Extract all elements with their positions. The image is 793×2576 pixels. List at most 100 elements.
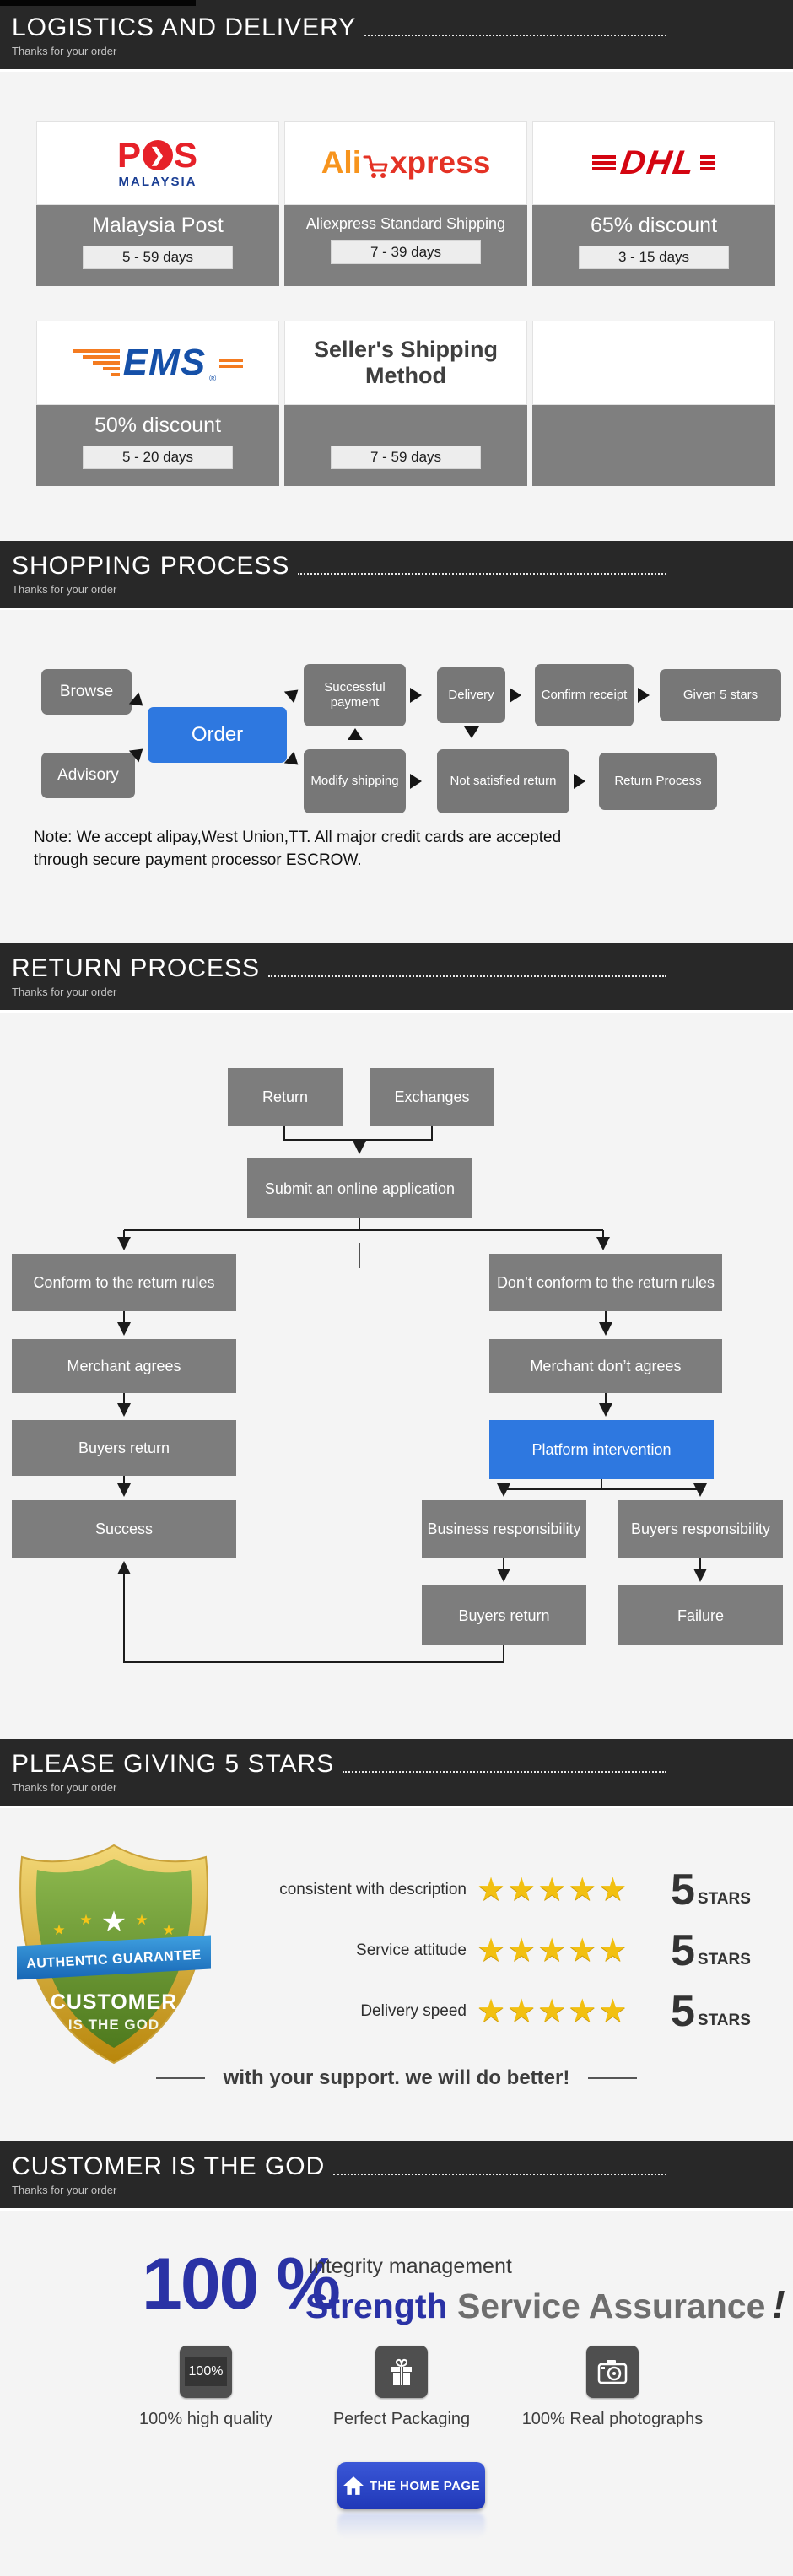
crown-star-icon: ★ bbox=[162, 1922, 175, 1938]
pos-malaysia-text: MALAYSIA bbox=[118, 175, 197, 189]
carrier-cell-aliexpress: Ali xpress Aliexpress Standard Shipping … bbox=[284, 121, 527, 286]
rating-label: consistent with description bbox=[279, 1881, 467, 1898]
guarantee-item-packaging: Perfect Packaging bbox=[300, 2346, 503, 2429]
star-icon: ★ bbox=[537, 1994, 567, 2029]
carrier-info: 65% discount 3 - 15 days bbox=[532, 205, 775, 286]
delivery-days-chip: 3 - 15 days bbox=[578, 246, 730, 269]
arrow-right-icon bbox=[128, 692, 148, 712]
arrow-right-icon bbox=[410, 688, 422, 703]
pos-chevron-icon: ❯ bbox=[143, 140, 173, 170]
flow-node-exchanges: Exchanges bbox=[370, 1068, 494, 1126]
guarantee-caption: 100% high quality bbox=[139, 2410, 272, 2428]
badge-god-text: IS THE GOD bbox=[68, 2017, 159, 2033]
flow-node-return: Return bbox=[228, 1068, 343, 1126]
carrier-cell-empty bbox=[532, 321, 775, 486]
guarantee-caption: 100% Real photographs bbox=[521, 2410, 704, 2428]
badge-customer-text: CUSTOMER bbox=[51, 1990, 178, 2014]
rating-suffix: STARS bbox=[697, 1951, 751, 1968]
flow-node-submit-application: Submit an online application bbox=[247, 1158, 472, 1218]
star-icon: ★ bbox=[507, 1872, 537, 1908]
return-flow-connectors bbox=[117, 1126, 707, 1663]
aliexpress-xpress-text: xpress bbox=[389, 145, 491, 180]
camera-icon bbox=[586, 2346, 639, 2398]
rating-label: Delivery speed bbox=[360, 2002, 467, 2020]
section-title: PLEASE GIVING 5 STARS bbox=[12, 1750, 335, 1778]
rating-stars: ★★★★★ bbox=[477, 1995, 662, 2028]
carrier-label: 65% discount bbox=[590, 213, 718, 237]
return-process-flow: Return Exchanges Submit an online applic… bbox=[0, 1013, 793, 1739]
star-icon: ★ bbox=[537, 1872, 567, 1908]
delivery-days-chip: 5 - 59 days bbox=[82, 246, 234, 269]
dhl-stripes-left-icon bbox=[591, 155, 616, 170]
delivery-days-chip: 7 - 39 days bbox=[330, 240, 482, 264]
page-title: LOGISTICS AND DELIVERY bbox=[12, 14, 357, 41]
dotted-line bbox=[364, 35, 666, 36]
rating-suffix: STARS bbox=[697, 1890, 751, 1908]
pos-malaysia-logo: P❯S MALAYSIA bbox=[36, 121, 279, 205]
star-icon: ★ bbox=[568, 1994, 597, 2029]
carrier-cell-seller-shipping: Seller's Shipping Method 7 - 59 days bbox=[284, 321, 527, 486]
flow-node-successful-payment: Successful payment bbox=[304, 664, 406, 726]
section-subtitle: Thanks for your order bbox=[12, 45, 117, 57]
pos-letter-p: P bbox=[116, 135, 142, 175]
five-stars-section: ★ ★ ★ ★ ★ AUTHENTIC GUARANTEE CUSTOMER I… bbox=[0, 1808, 793, 2141]
empty-info-area bbox=[532, 405, 775, 486]
home-button-label: THE HOME PAGE bbox=[369, 2478, 481, 2493]
support-message: with your support. we will do better! bbox=[223, 2066, 570, 2089]
dash-line bbox=[588, 2077, 638, 2079]
authentic-guarantee-badge: ★ ★ ★ ★ ★ AUTHENTIC GUARANTEE CUSTOMER I… bbox=[17, 1844, 211, 2065]
star-icon: ★ bbox=[598, 1872, 628, 1908]
carrier-label: Aliexpress Standard Shipping bbox=[305, 215, 506, 232]
crown-star-icon: ★ bbox=[79, 1912, 92, 1928]
flow-node-confirm-receipt: Confirm receipt bbox=[535, 664, 634, 726]
flow-node-failure: Failure bbox=[618, 1585, 783, 1645]
star-icon: ★ bbox=[537, 1933, 567, 1968]
home-page-button[interactable]: THE HOME PAGE bbox=[337, 2462, 485, 2509]
section-header-logistics: LOGISTICS AND DELIVERY Thanks for your o… bbox=[0, 0, 793, 72]
carrier-info: Malaysia Post 5 - 59 days bbox=[36, 205, 279, 286]
exclamation-text: ! bbox=[772, 2282, 785, 2326]
ems-logo: EMS® bbox=[36, 321, 279, 405]
flow-node-merchant-dont-agrees: Merchant don’t agrees bbox=[489, 1339, 722, 1393]
flow-node-return-process: Return Process bbox=[599, 753, 717, 810]
star-icon: ★ bbox=[568, 1872, 597, 1908]
section-header-shopping: SHOPPING PROCESS Thanks for your order bbox=[0, 541, 793, 610]
delivery-days-chip: 7 - 59 days bbox=[330, 446, 482, 469]
section-subtitle: Thanks for your order bbox=[12, 1781, 117, 1794]
dhl-text: DHL bbox=[618, 143, 699, 181]
dotted-line bbox=[298, 573, 666, 575]
guarantee-item-quality: 100% 100% high quality bbox=[105, 2346, 307, 2429]
carrier-label: Malaysia Post bbox=[92, 213, 224, 237]
arrow-up-icon bbox=[348, 728, 363, 740]
rating-score: 5 bbox=[671, 1987, 695, 2036]
seller-shipping-heading-area: Seller's Shipping Method bbox=[284, 321, 527, 405]
badge-text: 100% bbox=[184, 2357, 228, 2386]
carrier-label: 50% discount bbox=[94, 413, 222, 437]
flow-node-advisory: Advisory bbox=[41, 753, 135, 798]
payment-note-line1: Note: We accept alipay,West Union,TT. Al… bbox=[34, 829, 562, 846]
button-reflection bbox=[337, 2513, 485, 2538]
flow-node-given-5-stars: Given 5 stars bbox=[660, 669, 781, 721]
center-star-icon: ★ bbox=[101, 1906, 127, 1938]
aliexpress-ali-text: Ali bbox=[321, 145, 361, 180]
section-title: RETURN PROCESS bbox=[12, 954, 261, 982]
crown-star-icon: ★ bbox=[52, 1922, 65, 1938]
seller-shipping-heading: Seller's Shipping Method bbox=[314, 337, 498, 388]
arrow-right-icon bbox=[283, 683, 304, 704]
arrow-down-icon bbox=[464, 726, 479, 738]
payment-note: Note: We accept alipay,West Union,TT. Al… bbox=[34, 826, 561, 872]
strength-text: Strength bbox=[305, 2287, 448, 2325]
guarantee-section: 100 % Integrity management Strength Serv… bbox=[0, 2211, 793, 2573]
guarantee-caption: Perfect Packaging bbox=[332, 2410, 471, 2428]
section-header-return: RETURN PROCESS Thanks for your order bbox=[0, 943, 793, 1013]
carrier-info: 50% discount 5 - 20 days bbox=[36, 405, 279, 486]
section-header-stars: PLEASE GIVING 5 STARS Thanks for your or… bbox=[0, 1739, 793, 1808]
section-header-customer: CUSTOMER IS THE GOD Thanks for your orde… bbox=[0, 2141, 793, 2211]
aliexpress-logo: Ali xpress bbox=[284, 121, 527, 205]
carrier-cell-pos-malaysia: P❯S MALAYSIA Malaysia Post 5 - 59 days bbox=[36, 121, 279, 286]
star-icon: ★ bbox=[568, 1933, 597, 1968]
star-icon: ★ bbox=[507, 1994, 537, 2029]
